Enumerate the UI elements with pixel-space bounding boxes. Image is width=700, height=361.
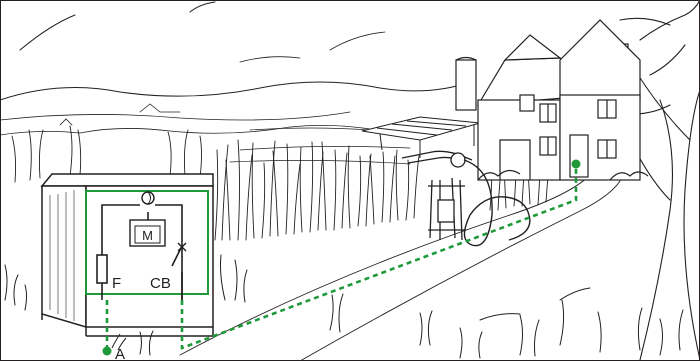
path-edge [180, 175, 590, 355]
earth-point-label: A [115, 346, 125, 361]
earth-point-a [103, 347, 112, 356]
fuse-label: F [112, 275, 121, 292]
solar-panel-array [362, 117, 480, 158]
house-door [570, 135, 588, 177]
distant-hills [0, 82, 470, 100]
sky-stroke [20, 15, 75, 50]
meter-label: M [142, 228, 153, 243]
earth-point-house [572, 160, 581, 169]
meter-dial-icon [142, 192, 154, 204]
house [456, 20, 648, 180]
meter-cabinet: M F CB [42, 174, 213, 336]
earth-lead-to-house [182, 167, 576, 348]
breaker-label: CB [150, 275, 171, 292]
